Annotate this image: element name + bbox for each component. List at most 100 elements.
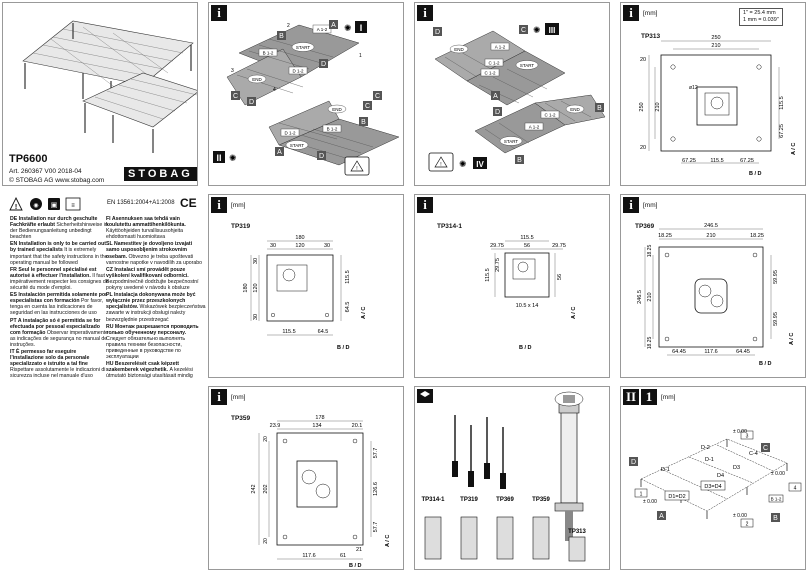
dim-313-c1: 20 [640,57,646,63]
tp313-drawing: 250 210 250 210 115.5 67.25 67.25 115.5 … [639,35,797,177]
safety-icons: ! ◉ ▣ ≡ [9,196,81,211]
dim-3141-r1: 56 [557,274,563,280]
step-roman-3: III [549,26,556,35]
layout-panel-3-4: i END START A 1-2 C 1-2 C 1-2 D C A ✺ II… [414,2,610,186]
step-roman-2: II [216,153,221,163]
leg-label-tp359: TP359 [532,497,550,503]
warn-right-text: A kezelési útmutató biztonsági utasítása… [106,367,193,378]
label-D-2: D [249,99,254,106]
dim-359-b3: 21 [356,547,362,553]
model-tp319: TP319 [231,223,251,230]
dim-359-l2: 202 [263,484,269,493]
warn-left-heading: DE Installation nur durch geschulte Fach… [10,216,98,229]
iso-layout-panel: II 1 [mm] 1 2 3 4 D-1 D-2 D-1 D4 D3 C-4 … [620,386,806,570]
label-b12-2: B 1-2 [327,127,338,132]
info-icon: i [211,197,227,213]
layout-diagram-3-4: END START A 1-2 C 1-2 C 1-2 D C A ✺ III … [428,23,606,172]
warnings-left-column: DE Installation nur durch geschulte Fach… [10,216,110,378]
warn-right-text: Käyttöohjeiden turvallisuusohjeita ehdot… [106,228,183,241]
iso-layout-drawing: 1 2 3 4 D-1 D-2 D-1 D4 D3 C-4 D3=D4 D1=D… [629,429,802,528]
warnings-right-column: FI Asennuksen saa tehdä vain koulutettu … [106,216,206,378]
iso-d2: D-2 [701,445,710,451]
warn-left-text: Observar imperativamente as indicações d… [10,329,109,348]
dim-313-inner: 210 [711,43,720,49]
iso-z1: ± 0.00 [643,499,657,505]
units-mm: [mm] [231,202,246,209]
dim-313-r2: 67.25 [779,124,785,138]
svg-text:▣: ▣ [51,202,58,209]
num-3a: 3 [231,68,234,74]
dim-319-t2: 120 [295,243,304,249]
label-D-3: D [319,153,324,160]
dim-3141-t1: 115.5 [520,235,533,241]
axis-bd-313: B / D [749,171,762,177]
cover-pergola-illustration [22,20,197,153]
info-icon: i [417,5,433,21]
dim-359-l1: 242 [251,484,257,493]
warn-right-item: CZ Instalaci smí provádět pouze vyškolen… [106,267,206,291]
dim-319-b1: 115.5 [282,329,295,335]
warn-left-heading: PT A instalação só é permitida se for ef… [10,317,101,336]
dim-359-t4: 20.1 [352,423,363,429]
dim-313-b3: 67.25 [740,158,754,164]
units-mm: [mm] [231,394,246,401]
warn-right-item: SL Namestitev je dovoljeno izvajati samo… [106,241,206,265]
leg-label-tp319: TP319 [460,497,478,503]
iso-d1b: D-1 [705,457,714,463]
iso-d3: D3 [733,465,740,471]
label-b12-1: B 1-2 [263,51,274,56]
info-icon: i [623,197,639,213]
iso-label-D: D [631,459,636,466]
warn-right-heading: CZ Instalaci smí provádět pouze vyškolen… [106,266,189,279]
warn-left-text: Por favor, tenga en cuenta las indicacio… [10,298,104,317]
num-1a: 1 [359,53,362,59]
warn-right-item: RU Монтаж разрешается проводить только о… [106,324,206,361]
norm-text: EN 13561:2004+A1:2008 [107,200,175,206]
axis-bd-3141: B / D [519,345,532,351]
warn-left-item: PT A instalação só é permitida se for ef… [10,318,110,348]
label-C-1: C [233,93,238,100]
start-label-2: START [290,143,305,148]
label-d12-2: D 1-2 [284,131,296,136]
label-a12-3: A 1-2 [529,125,540,130]
dim-369-b3: 64.45 [736,349,750,355]
dim-359-r2: 126.6 [373,482,379,496]
label-A-3: A [493,93,498,100]
units-mm: [mm] [643,202,658,209]
axis-bd-359: B / D [349,563,362,569]
dim-319-b2: 64.5 [318,329,329,335]
dim-359-r3: 57.7 [373,522,379,533]
model-tp3141: TP314-1 [437,223,462,230]
dim-3141-t2: 29.75 [490,243,504,249]
dim-3141-t4: 29.75 [552,243,566,249]
label-c12-2: C 1-2 [484,71,496,76]
warn-left-text: Sicherheitshinweise in der Bedienungsanl… [10,222,108,241]
warn-right-text: Следует обязательно выполнять правила те… [106,335,186,361]
dim-359-t2: 23.9 [270,423,281,429]
tp3141-panel: i TP314-1 115.5 29.75 56 29.75 115.5 29.… [414,194,610,378]
cover-copyright: © STOBAG AG www.stobag.com [9,177,105,184]
label-A-1: A [331,22,336,29]
label-C-4: C [521,27,526,34]
warn-right-heading: HU Beszerelését csak képzett szakemberek… [106,361,179,374]
dim-319-l4: 30 [253,314,259,320]
warning-triangle-icon-2: ! [440,162,441,168]
units-mm: [mm] [643,10,658,17]
legs-drawing: TP314-1 TP319 TP369 TP359 TP313 [417,389,586,562]
ce-mark: CE [180,196,197,210]
warn-right-text: Obvezno je treba upoštevati varnostne na… [106,253,203,266]
info-icon: i [211,5,227,21]
axis-ac-3141: A / C [571,307,577,319]
end-label-4: END [570,107,580,112]
dim-369-t4: 18.25 [750,233,764,239]
conv-inch: 1" = 25.4 mm [743,10,776,16]
sun-icon-1: ✺ [344,23,352,33]
warn-left-item: ES Instalación permitida solamente por e… [10,292,110,316]
tp369-panel: i [mm] TP369 246.5 18.25 210 18.25 246.5… [620,194,806,378]
warn-left-item: IT È permesso far eseguire l'installazio… [10,349,110,378]
end-label-1: END [252,77,262,82]
dim-313-left: 250 [639,102,645,111]
warn-left-text: Rispettare assolutamente le indicazioni … [10,367,106,378]
warn-right-item: PL Instalacja dokonywana może być wyłącz… [106,292,206,322]
brand-logo: STOBAG [124,167,197,181]
